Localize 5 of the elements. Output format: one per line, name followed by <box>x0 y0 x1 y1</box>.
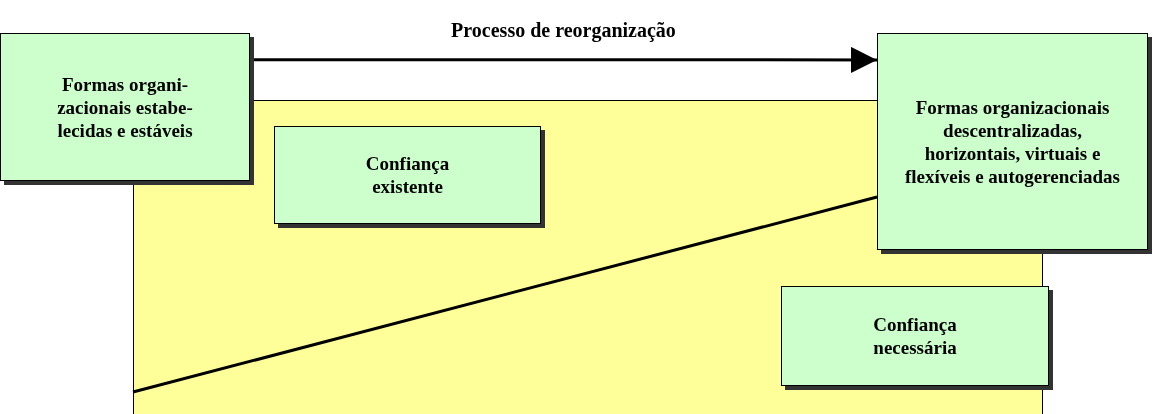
connector-line <box>132 195 878 394</box>
node-text: Formas organi- zacionais estabe- lecidas e estáveis <box>56 72 194 142</box>
node-text: Confiança necessária <box>872 313 958 359</box>
node-text: Formas organizacionais descentralizadas, horizontais, virtuais e flexíveis e autogerenciadas <box>904 95 1121 188</box>
node-text: Confiança existente <box>364 152 451 198</box>
